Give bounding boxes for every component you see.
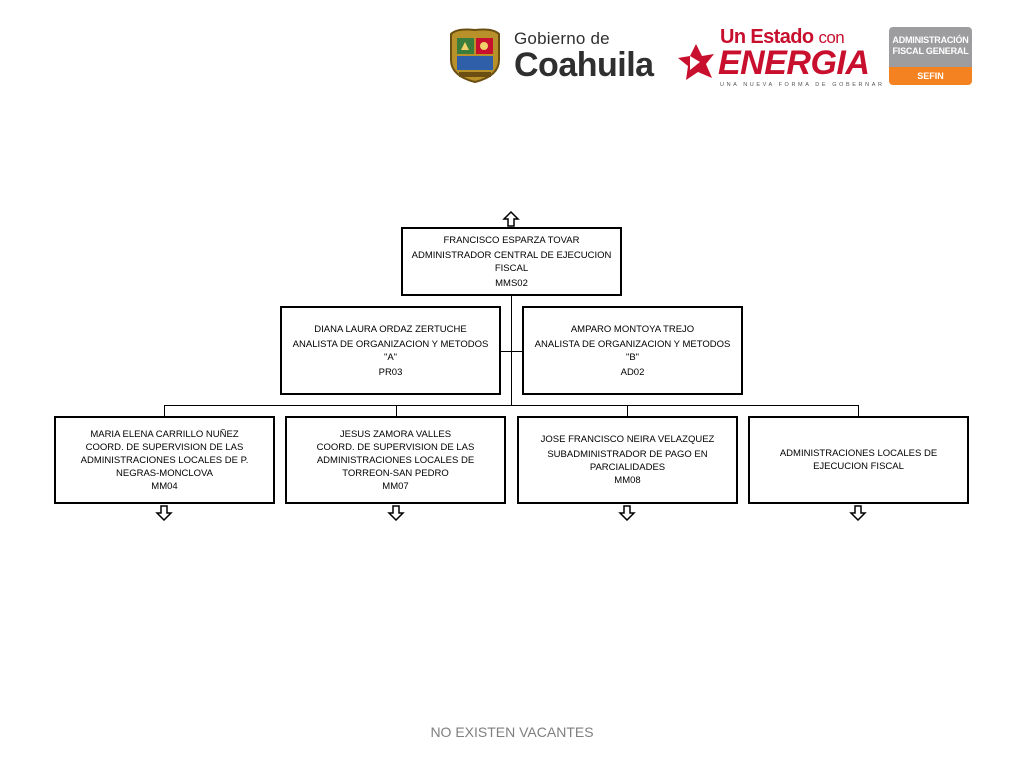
sub-2-name: JESUS ZAMORA VALLES	[339, 428, 452, 440]
org-box-top: FRANCISCO ESPARZA TOVAR ADMINISTRADOR CE…	[401, 227, 622, 296]
org-box-sub-3: JOSE FRANCISCO NEIRA VELAZQUEZ SUBADMINI…	[517, 416, 738, 504]
staff-1-name: DIANA LAURA ORDAZ ZERTUCHE	[314, 323, 467, 335]
sefin-badge-tag: SEFIN	[889, 67, 972, 85]
arrow-down-icon[interactable]	[387, 505, 405, 521]
org-box-staff-2: AMPARO MONTOYA TREJO ANALISTA DE ORGANIZ…	[522, 306, 743, 395]
vacancies-note: NO EXISTEN VACANTES	[430, 724, 594, 740]
sub-1-name: MARIA ELENA CARRILLO NUÑEZ	[90, 428, 239, 440]
slogan-sub: UNA NUEVA FORMA DE GOBERNAR	[720, 82, 885, 88]
connector-drop-2	[396, 405, 397, 417]
sub-3-name: JOSE FRANCISCO NEIRA VELAZQUEZ	[540, 434, 715, 445]
sub-1-code: MM04	[151, 480, 178, 492]
org-box-staff-1: DIANA LAURA ORDAZ ZERTUCHE ANALISTA DE O…	[280, 306, 501, 395]
slogan-line1: Un Estado con	[720, 26, 845, 48]
gobierno-line2: Coahuila	[514, 46, 654, 84]
top-code: MMS02	[495, 277, 528, 289]
sub-4-title: ADMINISTRACIONES LOCALES DE EJECUCION FI…	[779, 448, 938, 472]
sub-2-code: MM07	[382, 480, 409, 492]
estado-energia-logo: Un Estado con ENERGIA UNA NUEVA FORMA DE…	[676, 24, 882, 90]
arrow-down-icon[interactable]	[618, 505, 636, 521]
connector-drop-3	[627, 405, 628, 417]
org-box-sub-1: MARIA ELENA CARRILLO NUÑEZ COORD. DE SUP…	[54, 416, 275, 504]
sub-3-title: SUBADMINISTRADOR DE PAGO EN PARCIALIDADE…	[547, 449, 708, 473]
arrow-up-icon[interactable]	[502, 211, 520, 227]
top-name: FRANCISCO ESPARZA TOVAR	[443, 234, 580, 246]
org-box-sub-4: ADMINISTRACIONES LOCALES DE EJECUCION FI…	[748, 416, 969, 504]
staff-2-title: ANALISTA DE ORGANIZACION Y METODOS "B"	[534, 338, 731, 363]
staff-1-title: ANALISTA DE ORGANIZACION Y METODOS "A"	[292, 338, 489, 363]
gobierno-coahuila-logo: Gobierno de Coahuila	[514, 29, 654, 84]
slogan-main: ENERGIA	[718, 44, 870, 82]
connector-bus-horizontal	[164, 405, 859, 406]
sub-1-title: COORD. DE SUPERVISION DE LAS ADMINISTRAC…	[80, 441, 249, 479]
arrow-down-icon[interactable]	[155, 505, 173, 521]
energia-star-icon	[678, 44, 714, 80]
connector-main-vertical	[511, 295, 512, 406]
gobierno-line1: Gobierno de	[514, 29, 610, 48]
connector-drop-1	[164, 405, 165, 417]
connector-drop-4	[858, 405, 859, 417]
coahuila-coat-of-arms	[447, 26, 503, 84]
sub-3-code: MM08	[614, 475, 641, 486]
connector-staff-horizontal	[501, 351, 523, 352]
arrow-down-icon[interactable]	[849, 505, 867, 521]
staff-2-name: AMPARO MONTOYA TREJO	[570, 323, 695, 335]
org-box-sub-2: JESUS ZAMORA VALLES COORD. DE SUPERVISIO…	[285, 416, 506, 504]
sub-2-title: COORD. DE SUPERVISION DE LAS ADMINISTRAC…	[316, 441, 475, 479]
staff-2-code: AD02	[620, 366, 645, 378]
top-title: ADMINISTRADOR CENTRAL DE EJECUCION FISCA…	[411, 249, 612, 274]
staff-1-code: PR03	[378, 366, 403, 378]
